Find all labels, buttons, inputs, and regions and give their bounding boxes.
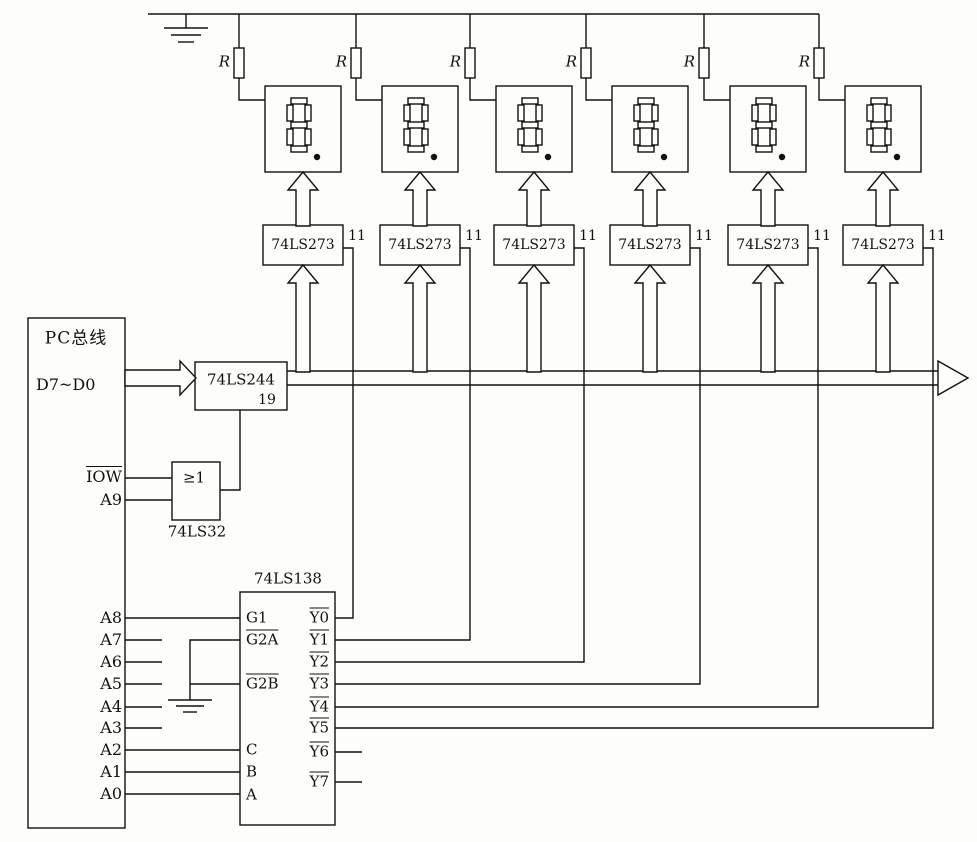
- latch-label-2: 74LS273: [388, 237, 452, 253]
- or-gate-box: [171, 461, 221, 521]
- address-wires: [125, 617, 240, 795]
- decoder-pin-g1: G1: [246, 608, 268, 627]
- decoder-pin-y6: Y6: [309, 742, 329, 761]
- decoder-pin-g2b: G2B: [246, 674, 279, 693]
- bus-to-latch-arrow-4: [634, 264, 666, 373]
- seven-segment-display-5: [729, 85, 807, 173]
- decoder-pin-y7: Y7: [309, 772, 329, 791]
- latch-to-display-arrows: [287, 171, 899, 227]
- or-gate-label: 74LS32: [167, 522, 227, 541]
- latch-label-3: 74LS273: [502, 237, 566, 253]
- resistors: [233, 13, 846, 101]
- latch-label-6: 74LS273: [851, 237, 915, 253]
- signal-label-a0: A0: [100, 784, 122, 803]
- decoder-pin-a: A: [246, 785, 257, 804]
- signal-label-a2: A2: [100, 740, 122, 759]
- signal-label-a5: A5: [100, 674, 122, 693]
- buffer-label: 74LS244: [207, 370, 275, 389]
- latch-pin11-label-5: 11: [813, 228, 831, 244]
- wire-y5: [335, 247, 934, 729]
- latch-to-display-arrow-5: [752, 171, 784, 227]
- resistor-label-4: R: [565, 52, 577, 71]
- resistor-6: [813, 13, 846, 101]
- wire-y1: [335, 247, 471, 641]
- resistor-label-5: R: [683, 52, 695, 71]
- buffer-pin19-label: 19: [258, 392, 276, 408]
- decoder-pin-y1: Y1: [309, 630, 329, 649]
- latch-pin11-label-3: 11: [579, 228, 597, 244]
- decoder-pin-y2: Y2: [309, 652, 329, 671]
- signal-label-a6: A6: [100, 652, 122, 671]
- bus-to-latch-arrow-6: [867, 264, 899, 373]
- bus-to-latch-arrow-3: [518, 264, 550, 373]
- resistor-4: [580, 13, 613, 101]
- seven-segment-display-1: [264, 85, 342, 173]
- resistor-label-6: R: [798, 52, 810, 71]
- latch-to-display-arrow-1: [287, 171, 319, 227]
- decoder-pin-c: C: [246, 740, 258, 759]
- wire-y2: [335, 247, 585, 663]
- resistor-label-3: R: [449, 52, 461, 71]
- signal-label-a4: A4: [100, 697, 122, 716]
- decoder-pin-g2a: G2A: [246, 630, 279, 649]
- ground-symbol-decoder: [168, 639, 240, 713]
- resistor-label-2: R: [335, 52, 347, 71]
- wire-y4: [335, 247, 819, 708]
- resistor-5: [698, 13, 731, 101]
- buffer-chip-box: [194, 361, 288, 411]
- decoder-pin-y5: Y5: [309, 718, 329, 737]
- signal-label-a7: A7: [100, 630, 122, 649]
- ground-symbol-top: [164, 14, 208, 43]
- resistor-2: [350, 13, 383, 101]
- signal-label-a1: A1: [100, 762, 122, 781]
- data-bus: [287, 359, 970, 397]
- bus-to-latch-arrow-5: [752, 264, 784, 373]
- bus-to-latch-arrow-2: [404, 264, 436, 373]
- signal-label-a8: A8: [100, 608, 122, 627]
- decoder-pin-y0: Y0: [309, 608, 329, 627]
- decoder-chip-box: [239, 591, 336, 826]
- or-gate-symbol: ≥1: [182, 468, 206, 487]
- bus-to-latch-arrows: [287, 264, 899, 373]
- resistor-1: [233, 13, 266, 101]
- signal-label-iow: IOW: [86, 467, 122, 486]
- latch-to-display-arrow-6: [867, 171, 899, 227]
- seven-segment-display-6: [844, 85, 922, 173]
- data-bus-label: D7~D0: [36, 375, 96, 394]
- latch-pin11-label-2: 11: [465, 228, 483, 244]
- latch-label-5: 74LS273: [736, 237, 800, 253]
- latch-pin11-label-4: 11: [695, 228, 713, 244]
- latch-pin11-label-6: 11: [928, 228, 946, 244]
- seven-segment-displays: [264, 85, 922, 173]
- latch-label-4: 74LS273: [618, 237, 682, 253]
- decoder-pin-b: B: [246, 762, 258, 781]
- resistor-label-1: R: [218, 52, 230, 71]
- wire-y0: [335, 247, 354, 619]
- latch-label-1: 74LS273: [271, 237, 335, 253]
- signal-label-a9: A9: [100, 490, 122, 509]
- latch-to-display-arrow-4: [634, 171, 666, 227]
- bus-arrowhead: [937, 359, 970, 397]
- latch-pin11-label-1: 11: [348, 228, 366, 244]
- decoder-pin-y4: Y4: [309, 697, 329, 716]
- wire-y3: [335, 247, 701, 685]
- bus-to-latch-arrow-1: [287, 264, 319, 373]
- seven-segment-display-2: [381, 85, 459, 173]
- decoder-label: 74LS138: [254, 569, 322, 588]
- buffer-enable-wire: [220, 410, 241, 491]
- resistor-3: [464, 13, 497, 101]
- signal-label-a3: A3: [100, 718, 122, 737]
- pcbus-to-buffer-arrow: [124, 359, 197, 397]
- seven-segment-display-3: [495, 85, 573, 173]
- pc-bus-box: [27, 317, 126, 829]
- seven-segment-display-4: [611, 85, 689, 173]
- latch-to-display-arrow-2: [404, 171, 436, 227]
- latch-to-display-arrow-3: [518, 171, 550, 227]
- pc-bus-title: PC总线: [44, 328, 108, 349]
- decoder-pin-y3: Y3: [309, 674, 329, 693]
- decoder-output-wires: [335, 247, 934, 783]
